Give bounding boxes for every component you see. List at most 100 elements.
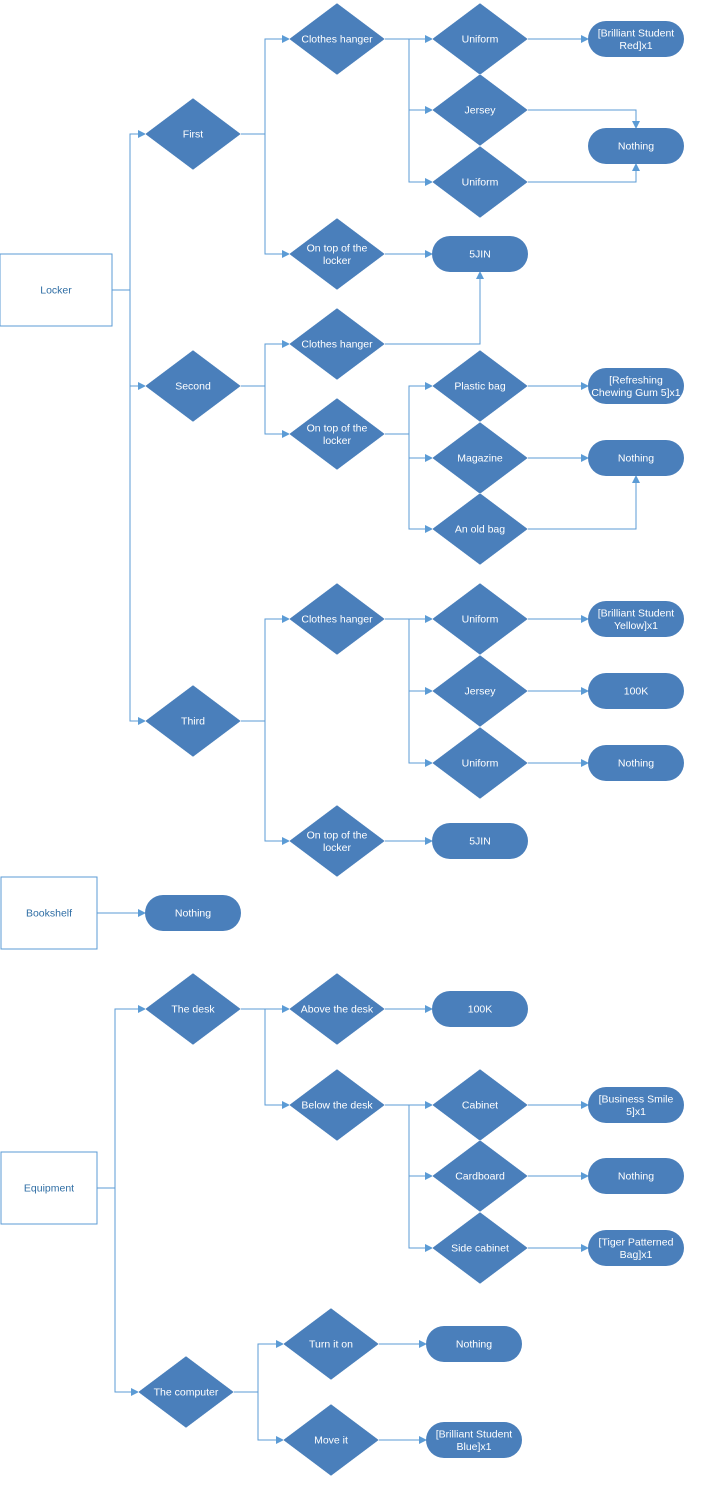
node-shape — [288, 804, 386, 878]
connector-locker-to-second — [112, 289, 146, 390]
node-label: Nothing — [456, 1339, 492, 1351]
connector-first-to-f_hanger — [241, 35, 290, 135]
decision-node-desk: The desk — [144, 972, 242, 1046]
node-shape — [588, 440, 684, 476]
connector-equipment-to-desk — [97, 1005, 146, 1189]
node-label: Jersey — [465, 105, 497, 117]
node-label: 100K — [624, 686, 649, 698]
connector-t_hanger-to-t_uniform2 — [385, 618, 433, 767]
node-label: Clothes hanger — [301, 339, 373, 351]
node-label: Nothing — [618, 453, 654, 465]
decision-node-s-magazine: Magazine — [431, 421, 529, 495]
node-label: Uniform — [462, 177, 499, 189]
node-label: Nothing — [618, 1171, 654, 1183]
result-node-f-5jin: 5JIN — [432, 236, 528, 272]
connector-desk-to-d_below — [241, 1008, 290, 1109]
result-node-t-5jin: 5JIN — [432, 823, 528, 859]
connector-second-to-s_top — [241, 385, 290, 438]
node-shape — [588, 21, 684, 57]
decision-node-s-oldbag: An old bag — [431, 492, 529, 566]
decision-node-d-cardboard: Cardboard — [431, 1139, 529, 1213]
decision-node-computer: The computer — [137, 1355, 235, 1429]
node-shape — [144, 972, 242, 1046]
node-shape — [288, 1068, 386, 1142]
node-shape — [288, 582, 386, 656]
node-label: 100K — [468, 1004, 493, 1016]
decision-node-f-uniform1: Uniform — [431, 2, 529, 76]
node-shape — [588, 1230, 684, 1266]
connector-equipment-to-computer — [97, 1187, 139, 1396]
node-label: Move it — [314, 1435, 348, 1447]
node-shape — [0, 253, 113, 327]
node-label: Nothing — [618, 758, 654, 770]
node-shape — [432, 236, 528, 272]
result-node-t-nothing: Nothing — [588, 745, 684, 781]
decision-node-c-move: Move it — [282, 1403, 380, 1477]
decision-node-f-hanger: Clothes hanger — [288, 2, 386, 76]
connector-s_hanger-to-f_5jin — [385, 271, 484, 345]
node-label: 5JIN — [469, 836, 491, 848]
node-label: Equipment — [24, 1183, 74, 1195]
node-label: Bookshelf — [26, 908, 72, 920]
node-label: Below the desk — [301, 1100, 373, 1112]
node-label: Side cabinet — [451, 1243, 509, 1255]
node-label: First — [183, 129, 203, 141]
decision-node-d-side: Side cabinet — [431, 1211, 529, 1285]
node-label: Turn it on — [309, 1339, 353, 1351]
decision-node-c-turn: Turn it on — [282, 1307, 380, 1381]
result-node-f-nothing: Nothing — [588, 128, 684, 164]
node-shape — [588, 745, 684, 781]
node-label: Clothes hanger — [301, 34, 373, 46]
decision-node-s-hanger: Clothes hanger — [288, 307, 386, 381]
connector-locker-to-first — [112, 130, 146, 291]
node-shape — [288, 307, 386, 381]
connector-f_jersey-to-f_nothing — [528, 109, 640, 129]
decision-node-d-below: Below the desk — [288, 1068, 386, 1142]
node-shape — [426, 1326, 522, 1362]
connectors — [97, 35, 640, 1444]
result-node-d-100k: 100K — [432, 991, 528, 1027]
node-label: Nothing — [175, 908, 211, 920]
node-shape — [588, 128, 684, 164]
node-shape — [431, 726, 529, 800]
node-shape — [431, 145, 529, 219]
node-label: Uniform — [462, 614, 499, 626]
decision-node-third: Third — [144, 684, 242, 758]
decision-node-t-jersey: Jersey — [431, 654, 529, 728]
node-shape — [431, 492, 529, 566]
node-shape — [588, 1087, 684, 1123]
node-label: The computer — [154, 1387, 219, 1399]
category-box-locker: Locker — [0, 253, 113, 327]
node-label: Third — [181, 716, 205, 728]
decision-node-f-uniform2: Uniform — [431, 145, 529, 219]
node-shape — [288, 397, 386, 471]
node-shape — [426, 1422, 522, 1458]
result-node-d-nothing: Nothing — [588, 1158, 684, 1194]
decision-node-d-above: Above the desk — [288, 972, 386, 1046]
node-shape — [588, 368, 684, 404]
node-label: Jersey — [465, 686, 497, 698]
node-label: Cabinet — [462, 1100, 498, 1112]
decision-node-t-uniform1: Uniform — [431, 582, 529, 656]
connector-second-to-s_hanger — [241, 340, 290, 387]
decision-node-first: First — [144, 97, 242, 171]
node-label: Clothes hanger — [301, 614, 373, 626]
node-label: The desk — [171, 1004, 215, 1016]
connector-computer-to-c_move — [234, 1391, 284, 1444]
decision-node-t-hanger: Clothes hanger — [288, 582, 386, 656]
node-shape — [431, 1211, 529, 1285]
connector-d_below-to-d_side — [385, 1104, 433, 1252]
node-shape — [0, 876, 98, 950]
node-shape — [144, 97, 242, 171]
